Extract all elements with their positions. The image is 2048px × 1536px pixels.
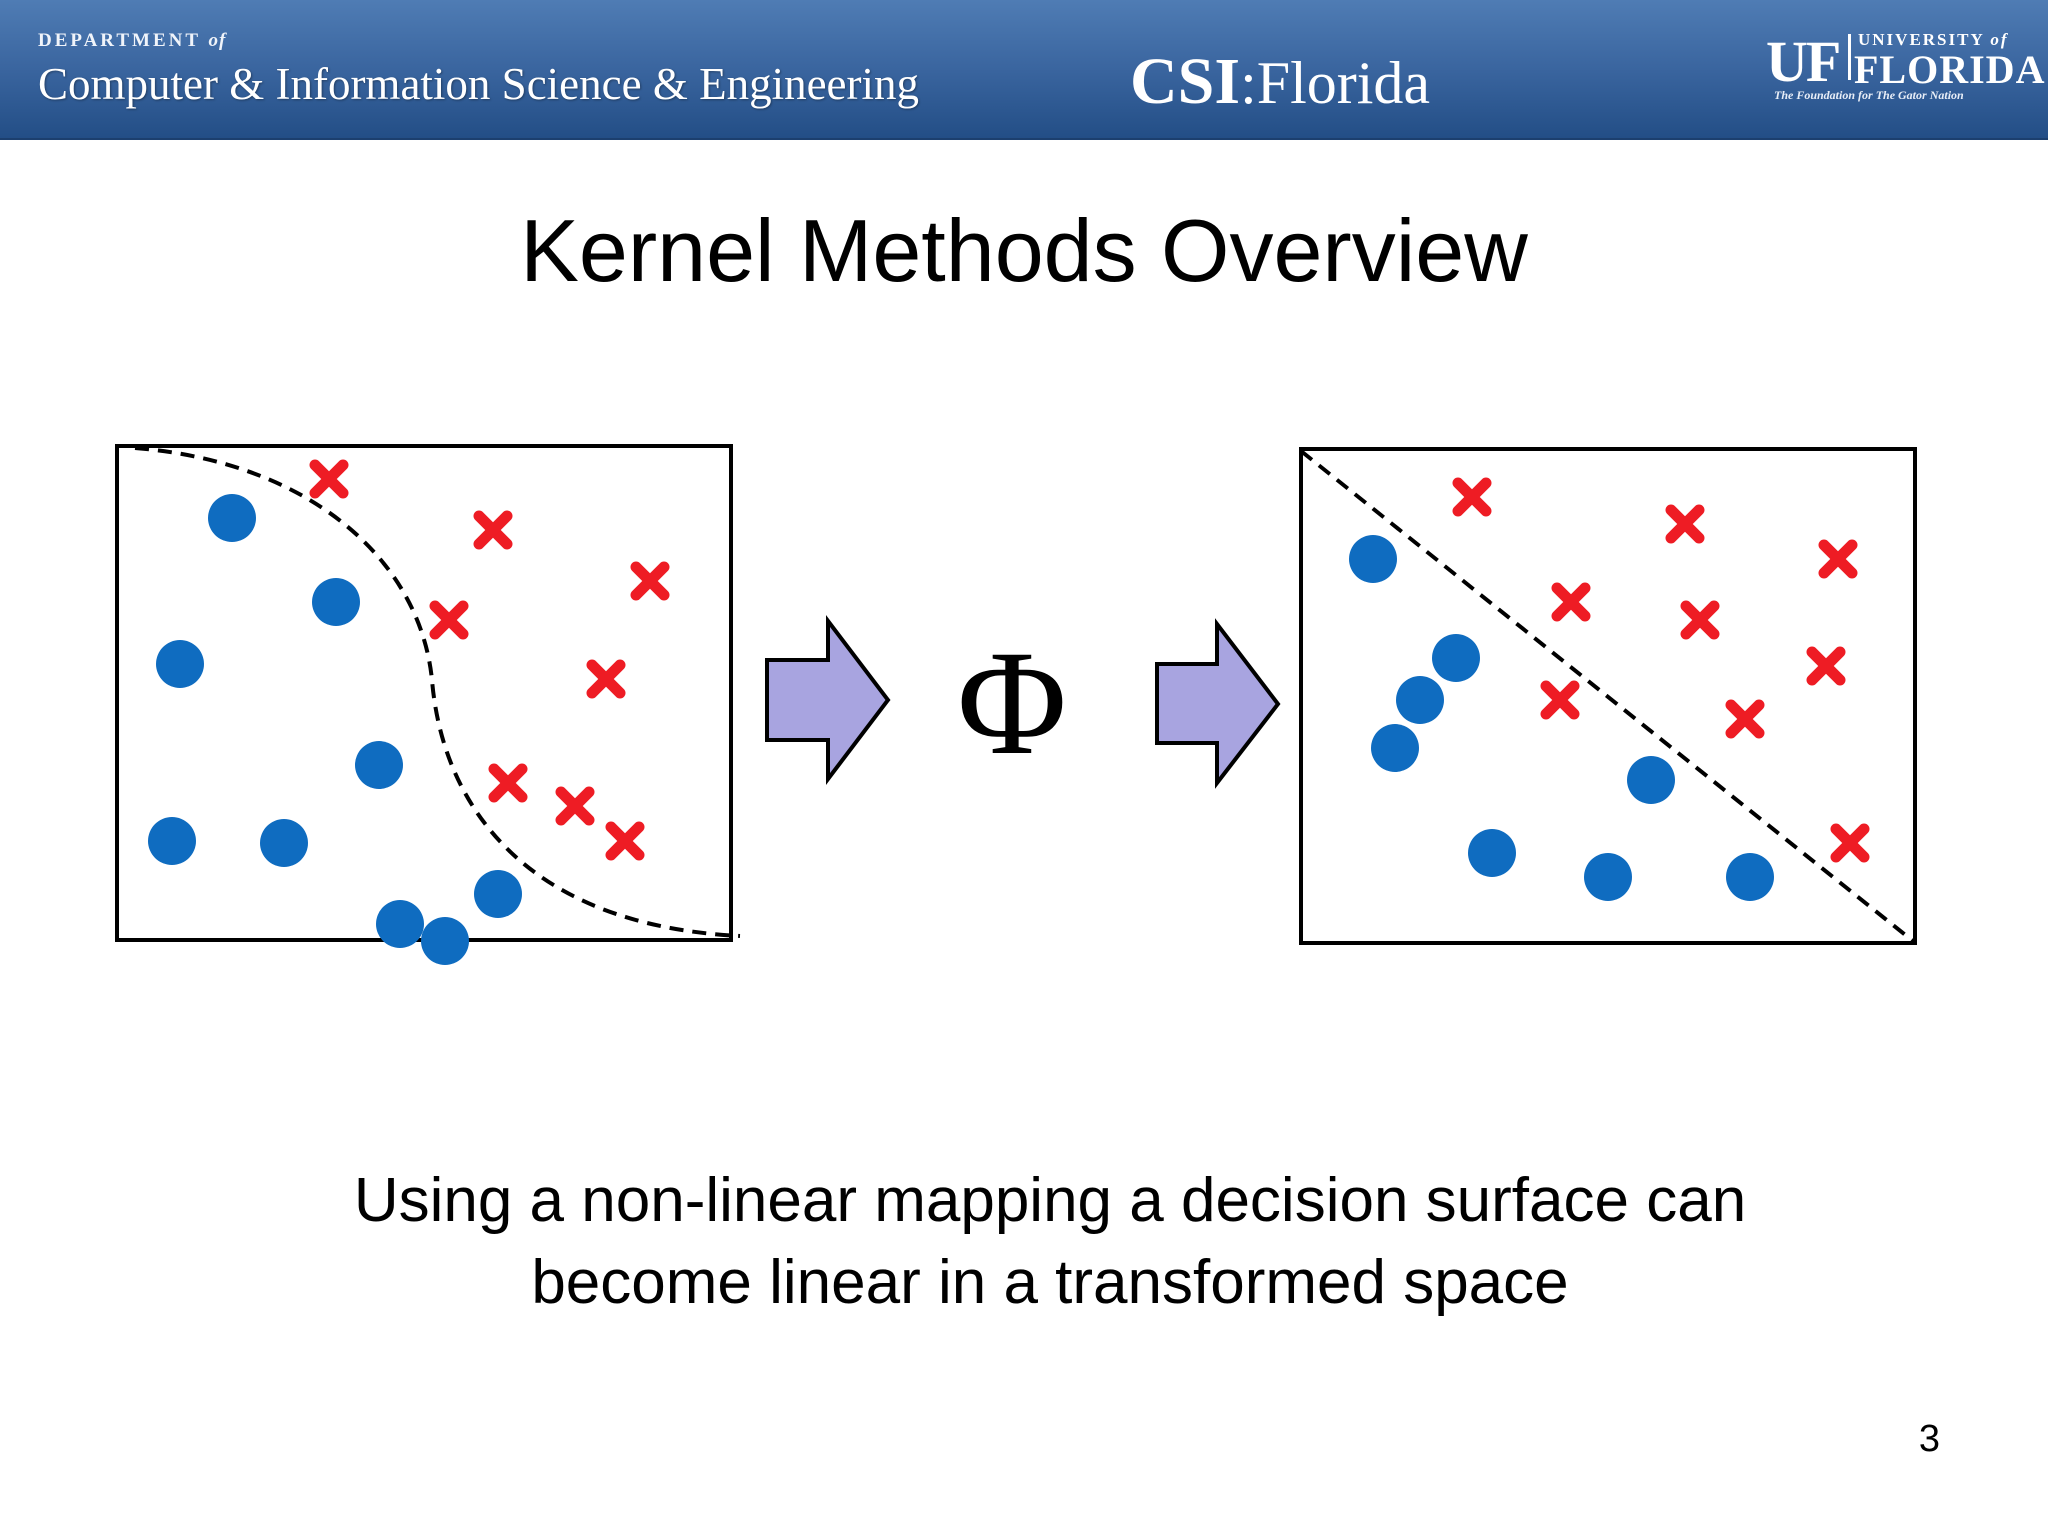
red-cross-point [555, 786, 595, 826]
department-name: Computer & Information Science & Enginee… [38, 59, 920, 109]
uf-logo: UF UNIVERSITY of FLORIDA The Foundation … [1766, 28, 2044, 108]
uf-logo-florida: FLORIDA [1854, 47, 2046, 92]
blue-circle-point [312, 578, 360, 626]
red-cross-point [1725, 699, 1765, 739]
blue-circle-point [421, 917, 469, 965]
feature-space-panel [1299, 447, 1917, 945]
page-number: 3 [1918, 1418, 1940, 1460]
feature-space-frame [1299, 447, 1917, 945]
red-cross-point [1818, 539, 1858, 579]
blue-circle-point [1584, 853, 1632, 901]
department-label-text: DEPARTMENT [38, 30, 201, 51]
red-cross-point [605, 821, 645, 861]
red-cross-point [1540, 680, 1580, 720]
blue-circle-point [376, 900, 424, 948]
blue-circle-point [156, 640, 204, 688]
csi-logo-bold: CSI [1130, 45, 1241, 118]
blue-circle-point [148, 817, 196, 865]
red-cross-point [309, 459, 349, 499]
blue-circle-point [355, 741, 403, 789]
uf-logo-university: UNIVERSITY of [1858, 30, 2009, 50]
slide-title: Kernel Methods Overview [520, 201, 1528, 300]
phi-symbol: Φ [957, 620, 1067, 786]
uf-logo-divider [1848, 34, 1851, 80]
input-space-panel [115, 444, 741, 965]
department-label: DEPARTMENT of [38, 30, 226, 52]
blue-circle-point [1432, 634, 1480, 682]
mapping-arrow-right [1155, 618, 1281, 789]
red-cross-point [1830, 823, 1870, 863]
caption-line-2: become linear in a transformed space [531, 1248, 1569, 1317]
blue-circle-point [1627, 756, 1675, 804]
blue-circle-point [474, 870, 522, 918]
slide-caption: Using a non-linear mapping a decision su… [200, 1160, 1900, 1324]
blue-circle-point [1468, 829, 1516, 877]
red-cross-point [1551, 582, 1591, 622]
csi-florida-logo: CSI:Florida [1130, 44, 1430, 120]
red-cross-point [473, 510, 513, 550]
blue-circle-point [1726, 853, 1774, 901]
uf-logo-university-of: of [1990, 30, 2009, 49]
red-cross-point [1452, 477, 1492, 517]
feature-space-points [1349, 477, 1870, 901]
blue-circle-point [1349, 535, 1397, 583]
blue-circle-point [1396, 676, 1444, 724]
curved-decision-boundary [134, 446, 741, 938]
red-cross-point [1680, 600, 1720, 640]
department-label-of: of [208, 30, 227, 51]
mapping-arrow-left [765, 615, 891, 785]
uf-logo-university-text: UNIVERSITY [1858, 30, 1985, 49]
slide-header: DEPARTMENT of Computer & Information Sci… [0, 0, 2048, 140]
input-space-points [148, 459, 670, 965]
red-cross-point [488, 763, 528, 803]
mapping-group: Φ [765, 615, 1281, 789]
red-cross-point [1665, 504, 1705, 544]
caption-line-1: Using a non-linear mapping a decision su… [353, 1166, 1747, 1235]
uf-logo-letters: UF [1766, 29, 1841, 94]
red-cross-point [1806, 646, 1846, 686]
blue-circle-point [260, 819, 308, 867]
uf-logo-tagline: The Foundation for The Gator Nation [1774, 88, 1964, 102]
csi-logo-rest: :Florida [1240, 50, 1431, 116]
blue-circle-point [1371, 724, 1419, 772]
linear-decision-boundary [1299, 449, 1915, 943]
red-cross-point [429, 600, 469, 640]
red-cross-point [586, 659, 626, 699]
blue-circle-point [208, 494, 256, 542]
red-cross-point [630, 561, 670, 601]
